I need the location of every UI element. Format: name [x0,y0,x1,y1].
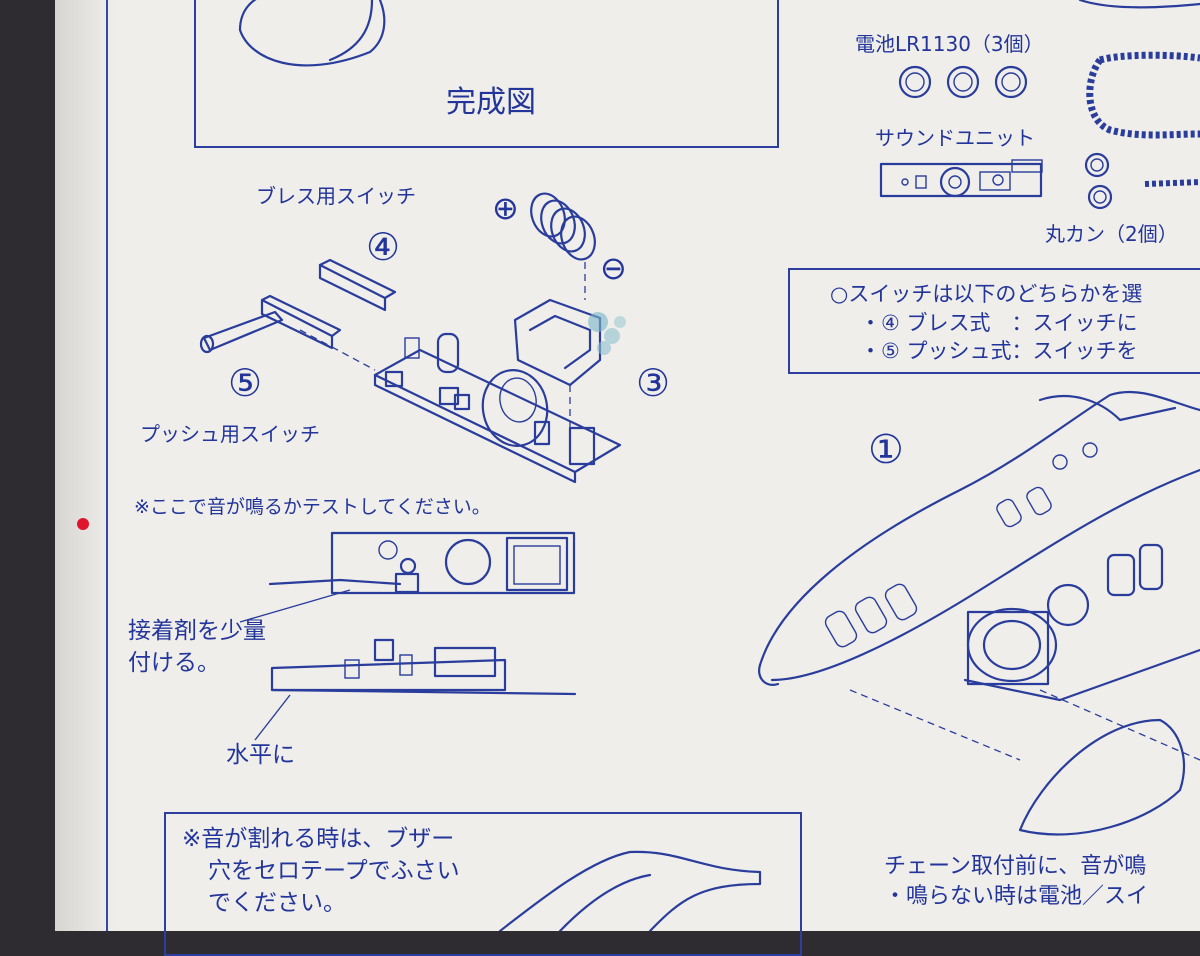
chain-note-line1: チェーン取付前に、音が鳴 [884,854,1147,879]
switch-note-line1: ・④ ブレス式 ：スイッチに [860,311,1138,335]
jump-ring-label: 丸カン（2個） [1045,222,1178,246]
horizontal-label: 水平に [226,742,295,768]
number-1: ① [868,427,904,473]
test-note: ※ここで音が鳴るかテストしてください。 [134,496,491,518]
number-4: ④ [366,225,401,269]
sound-unit-drawing [879,159,1043,198]
plus-icon: ⊕ [492,189,519,227]
chain-note-line2: ・鳴らない時は電池／スイ [884,884,1149,909]
jump-ring-icons [1084,152,1113,210]
buzzer-note-line1: ※音が割れる時は、ブザー [182,826,455,852]
number-5: ⑤ [228,361,263,405]
test-board-drawing [239,531,576,623]
green-smudge [588,312,626,355]
battery-label: 電池LR1130（3個） [855,32,1044,56]
battery-holder-drawing [513,298,602,387]
horizontal-board-drawing [254,638,577,741]
main-assembly-drawing [758,390,1200,836]
circuit-board-drawing [299,329,622,484]
buzzer-note-line2: 穴をセロテープでふさい [208,858,460,884]
push-switch-drawing [199,294,342,354]
push-switch-label: プッシュ用スイッチ [140,422,320,446]
margin-line [106,0,108,931]
breath-switch-label: ブレス用スイッチ [256,184,416,208]
glue-note-line2: 付ける。 [128,650,220,676]
switch-note-heading: ○スイッチは以下のどちらかを選 [830,282,1143,306]
completed-figure-panel [194,0,779,148]
bottom-model-drawing [498,850,762,931]
buzzer-note-line3: でください。 [208,890,346,916]
instruction-sheet [55,0,1200,931]
red-dot [77,518,89,530]
switch-note-line2: ・⑤ プッシュ式：スイッチを [860,339,1138,363]
breath-switch-drawing [318,258,397,312]
sound-unit-label: サウンドユニット [875,126,1035,150]
completed-model-drawing [238,0,386,67]
battery-stack-drawing [530,192,596,300]
switch-note-panel [788,268,1200,374]
line-art [199,0,1200,931]
top-right-model-edge [1078,0,1200,9]
number-3: ③ [636,361,671,405]
minus-icon: ⊖ [600,249,627,287]
completed-figure-label: 完成図 [446,85,536,120]
chain-drawing [1086,51,1200,187]
glue-note-line1: 接着剤を少量 [128,618,266,644]
battery-icons [898,65,1028,99]
sheet-shadow [55,0,115,931]
